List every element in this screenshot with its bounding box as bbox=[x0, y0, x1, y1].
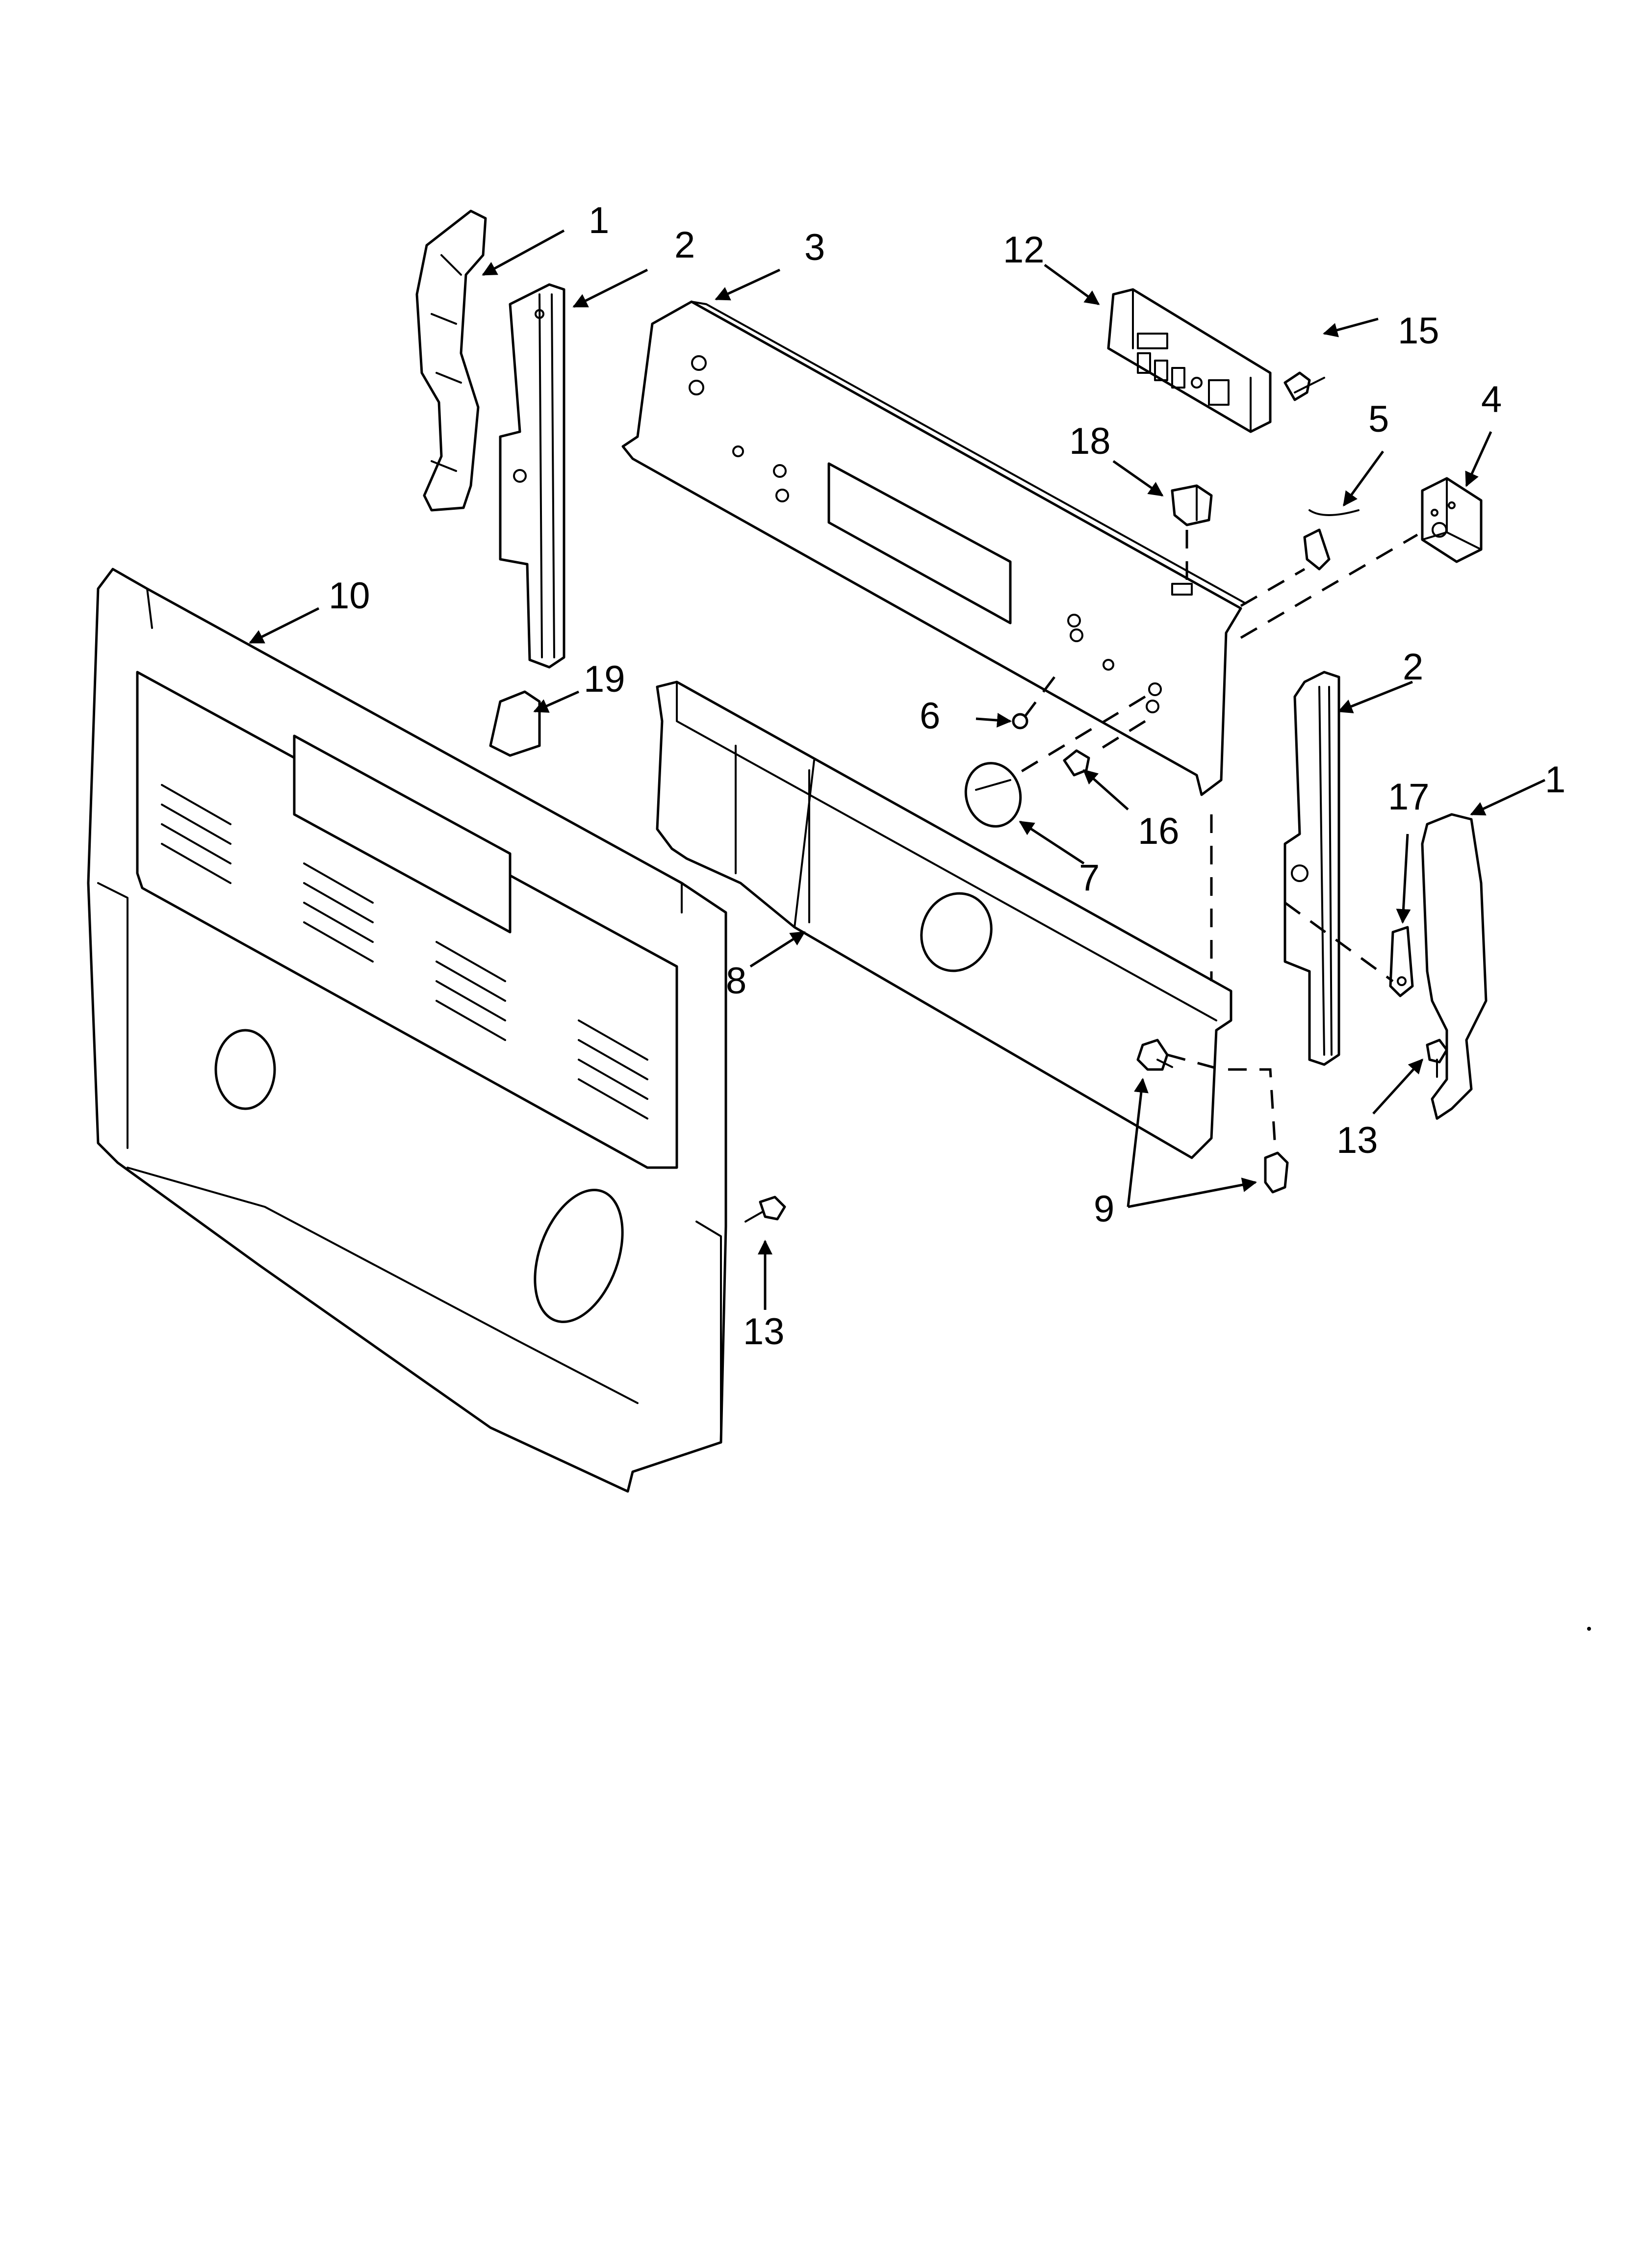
part-screw-15 bbox=[1283, 371, 1325, 401]
part-screw-9-left bbox=[1136, 1039, 1173, 1071]
callout-1-left: 1 bbox=[589, 200, 609, 241]
callout-18: 18 bbox=[1069, 420, 1111, 462]
callout-12: 12 bbox=[1003, 229, 1045, 271]
part-clip-19 bbox=[489, 690, 541, 757]
callout-13-left: 13 bbox=[743, 1311, 785, 1353]
stray-dot bbox=[1587, 1627, 1591, 1631]
part-end-cap-left bbox=[415, 209, 487, 512]
part-lower-panel bbox=[656, 680, 1232, 1159]
callout-10: 10 bbox=[329, 575, 370, 617]
leader-arrows bbox=[249, 229, 1546, 1310]
callout-16: 16 bbox=[1138, 810, 1180, 852]
part-screw-13-right bbox=[1426, 1039, 1448, 1078]
part-screw-6 bbox=[1012, 713, 1028, 730]
part-bracket-clip bbox=[1389, 926, 1414, 997]
callout-13-right: 13 bbox=[1336, 1120, 1378, 1161]
part-switch-18 bbox=[1171, 484, 1213, 526]
part-side-bracket-right bbox=[1283, 671, 1340, 1066]
part-rear-panel bbox=[87, 568, 727, 1493]
part-electronic-control bbox=[1107, 288, 1272, 433]
callout-9: 9 bbox=[1094, 1188, 1114, 1230]
callout-19: 19 bbox=[584, 658, 625, 700]
callout-17: 17 bbox=[1388, 776, 1430, 818]
part-infinite-switch bbox=[1421, 477, 1483, 563]
callout-2-right: 2 bbox=[1403, 646, 1423, 688]
part-console-panel bbox=[621, 300, 1247, 796]
assembly-lines bbox=[1014, 530, 1418, 1148]
callout-15: 15 bbox=[1398, 310, 1439, 352]
part-screw-13-left bbox=[744, 1196, 786, 1223]
part-knob bbox=[964, 762, 1022, 828]
callout-3: 3 bbox=[804, 227, 825, 268]
callout-4: 4 bbox=[1481, 379, 1502, 420]
callout-5: 5 bbox=[1368, 398, 1389, 440]
part-side-bracket-left bbox=[499, 283, 565, 669]
part-wire-harness bbox=[1303, 509, 1360, 571]
part-screw-16 bbox=[1063, 749, 1090, 777]
callout-1-right: 1 bbox=[1545, 759, 1565, 801]
callout-6: 6 bbox=[920, 695, 940, 737]
part-end-cap-right bbox=[1421, 813, 1488, 1120]
callout-2-left: 2 bbox=[674, 224, 695, 266]
callout-labels: 1 2 3 12 15 5 4 18 10 19 2 6 16 17 1 7 8… bbox=[329, 200, 1565, 1353]
callout-7: 7 bbox=[1079, 857, 1100, 899]
callout-8: 8 bbox=[726, 960, 746, 1002]
part-screw-9-right bbox=[1264, 1151, 1289, 1194]
